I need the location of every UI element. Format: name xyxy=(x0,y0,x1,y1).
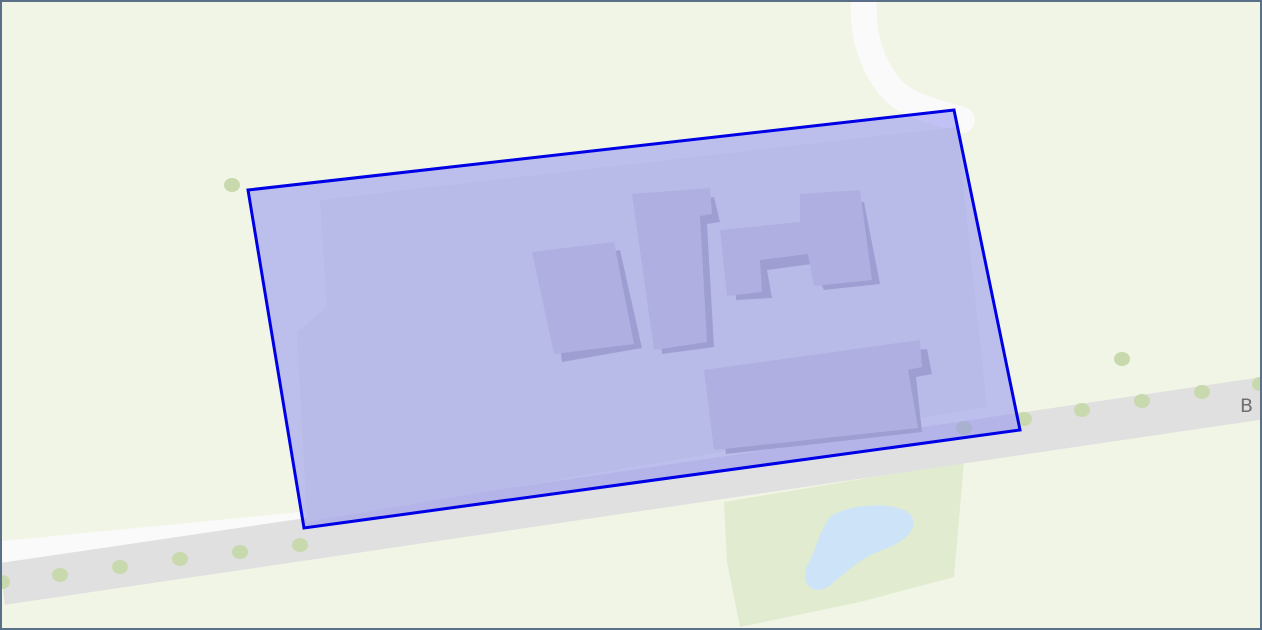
selected-parcel[interactable] xyxy=(246,108,1022,530)
tree xyxy=(1114,352,1130,366)
main-road xyxy=(2,377,1260,605)
pond xyxy=(805,505,914,590)
road-label: B xyxy=(1240,395,1253,417)
tree xyxy=(292,538,308,552)
tree xyxy=(1074,403,1090,417)
tree xyxy=(1016,412,1032,426)
tree xyxy=(232,545,248,559)
tree xyxy=(172,552,188,566)
tree xyxy=(1252,377,1260,391)
tree xyxy=(2,575,10,589)
tree xyxy=(52,568,68,582)
tree xyxy=(224,178,240,192)
tree xyxy=(112,560,128,574)
tree xyxy=(1194,385,1210,399)
tree-row xyxy=(2,178,1260,589)
tree xyxy=(1134,394,1150,408)
